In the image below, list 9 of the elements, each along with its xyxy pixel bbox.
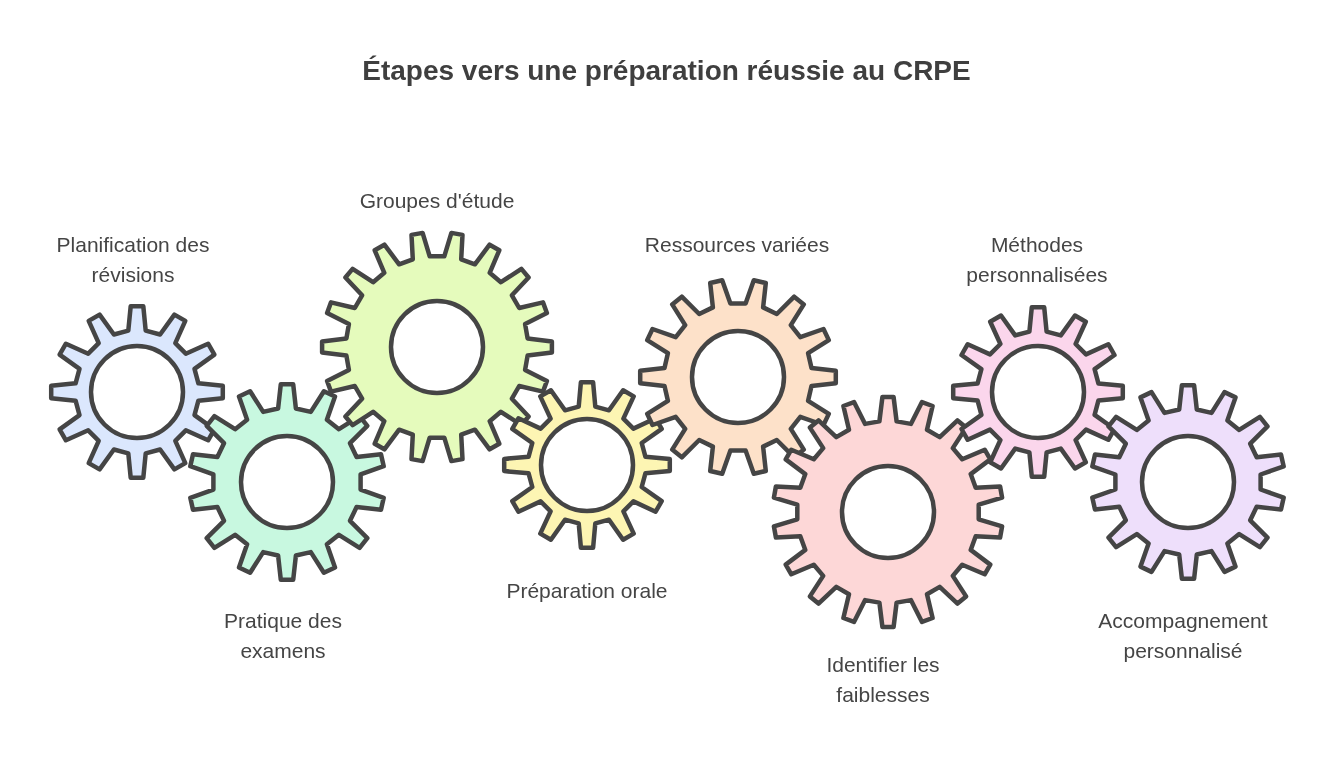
step-label: Groupes d'étude	[358, 188, 516, 214]
step-label: Pratique des examens	[223, 608, 343, 664]
title: Étapes vers une préparation réussie au CRPE	[362, 55, 971, 87]
step-label: Préparation orale	[505, 578, 669, 604]
step-label: Ressources variées	[643, 232, 831, 258]
step-label: Planification des révisions	[55, 232, 211, 288]
step-label: Accompagnement personnalisé	[1097, 608, 1269, 664]
step-label: Méthodes personnalisées	[965, 232, 1109, 288]
step-label: Identifier les faiblesses	[825, 652, 941, 708]
